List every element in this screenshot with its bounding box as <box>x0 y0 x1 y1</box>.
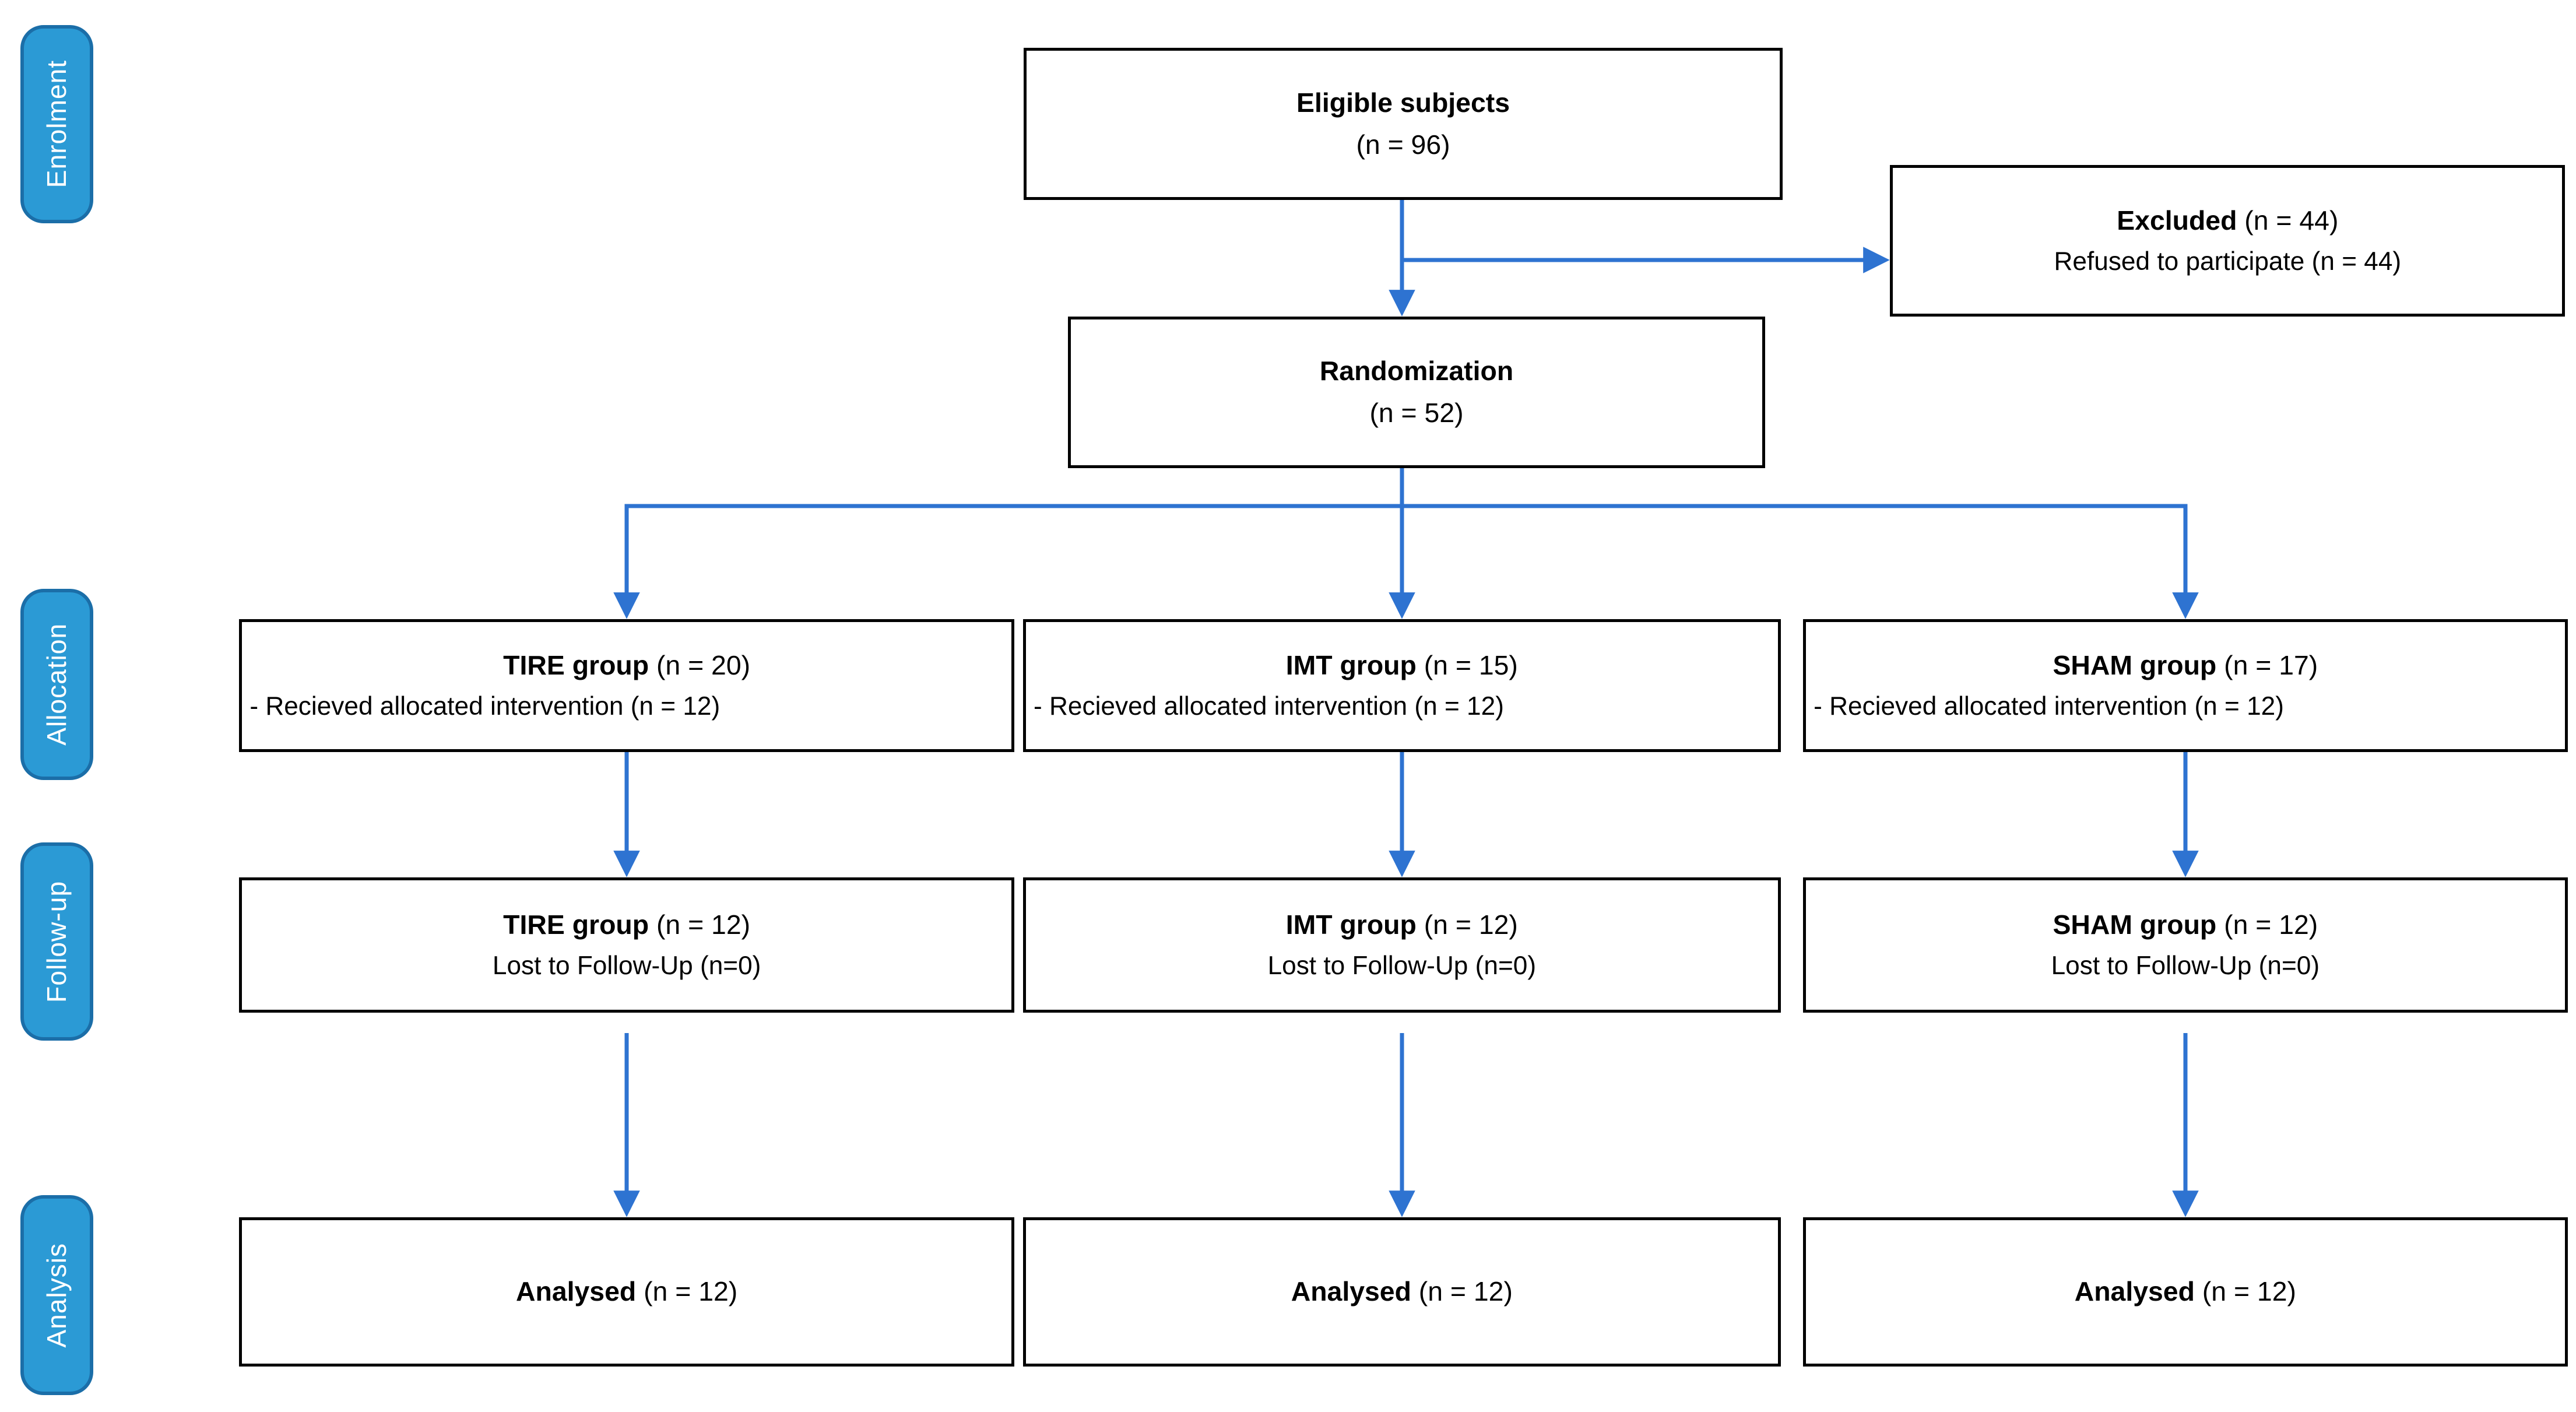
eligible-count: (n = 96) <box>1356 129 1450 160</box>
analysis-imt-box: Analysed (n = 12) <box>1022 1217 1781 1367</box>
analysis-tire-count: (n = 12) <box>644 1276 738 1307</box>
randomization-box: Randomization (n = 52) <box>1068 317 1765 468</box>
allocation-imt-title: IMT group <box>1285 649 1417 680</box>
analysis-imt-title: Analysed <box>1291 1276 1411 1307</box>
analysis-tire-box: Analysed (n = 12) <box>239 1217 1015 1367</box>
analysis-sham-title: Analysed <box>2074 1276 2195 1307</box>
stage-label-allocation-text: Allocation <box>41 623 72 746</box>
allocation-tire-title: TIRE group <box>503 649 649 680</box>
followup-imt-count: (n = 12) <box>1424 909 1518 940</box>
followup-sham-count: (n = 12) <box>2224 909 2318 940</box>
analysis-tire-title: Analysed <box>516 1276 637 1307</box>
followup-tire-count: (n = 12) <box>656 909 751 940</box>
followup-sham-box: SHAM group (n = 12) Lost to Follow-Up (n… <box>1802 877 2568 1013</box>
randomization-title: Randomization <box>1319 356 1514 387</box>
analysis-sham-count: (n = 12) <box>2202 1276 2296 1307</box>
allocation-imt-count: (n = 15) <box>1424 649 1518 680</box>
allocation-sham-title: SHAM group <box>2053 649 2217 680</box>
allocation-tire-detail: - Recieved allocated intervention (n = 1… <box>249 691 721 721</box>
stage-label-enrolment-text: Enrolment <box>41 60 72 188</box>
followup-imt-detail: Lost to Follow-Up (n=0) <box>1267 951 1537 980</box>
followup-imt-title: IMT group <box>1285 909 1417 940</box>
stage-label-follow-up-text: Follow-up <box>41 880 72 1003</box>
analysis-sham-box: Analysed (n = 12) <box>1802 1217 2568 1367</box>
eligible-title: Eligible subjects <box>1296 87 1510 118</box>
allocation-sham-box: SHAM group (n = 17) - Recieved allocated… <box>1802 619 2568 752</box>
allocation-sham-detail: - Recieved allocated intervention (n = 1… <box>1814 691 2284 721</box>
followup-imt-box: IMT group (n = 12) Lost to Follow-Up (n=… <box>1022 877 1781 1013</box>
followup-sham-title: SHAM group <box>2053 909 2217 940</box>
stage-label-analysis-text: Analysis <box>41 1242 72 1348</box>
stage-label-enrolment: Enrolment <box>20 25 93 224</box>
followup-tire-box: TIRE group (n = 12) Lost to Follow-Up (n… <box>239 877 1015 1013</box>
stage-label-follow-up: Follow-up <box>20 842 93 1041</box>
analysis-imt-count: (n = 12) <box>1418 1276 1513 1307</box>
excluded-box: Excluded (n = 44) Refused to participate… <box>1890 164 2566 317</box>
allocation-sham-count: (n = 17) <box>2224 649 2318 680</box>
followup-tire-detail: Lost to Follow-Up (n=0) <box>492 951 761 980</box>
stage-label-allocation: Allocation <box>20 588 93 780</box>
randomization-count: (n = 52) <box>1369 397 1464 428</box>
allocation-imt-box: IMT group (n = 15) - Recieved allocated … <box>1022 619 1781 752</box>
excluded-title: Excluded <box>2117 205 2237 236</box>
followup-sham-detail: Lost to Follow-Up (n=0) <box>2051 951 2320 980</box>
allocation-tire-count: (n = 20) <box>656 649 751 680</box>
allocation-imt-detail: - Recieved allocated intervention (n = 1… <box>1034 691 1504 721</box>
excluded-reason: Refused to participate (n = 44) <box>2054 247 2402 276</box>
eligible-subjects-box: Eligible subjects (n = 96) <box>1024 48 1783 201</box>
stage-label-analysis: Analysis <box>20 1195 93 1395</box>
followup-tire-title: TIRE group <box>503 909 649 940</box>
excluded-count: (n = 44) <box>2244 205 2339 236</box>
allocation-tire-box: TIRE group (n = 20) - Recieved allocated… <box>239 619 1015 752</box>
